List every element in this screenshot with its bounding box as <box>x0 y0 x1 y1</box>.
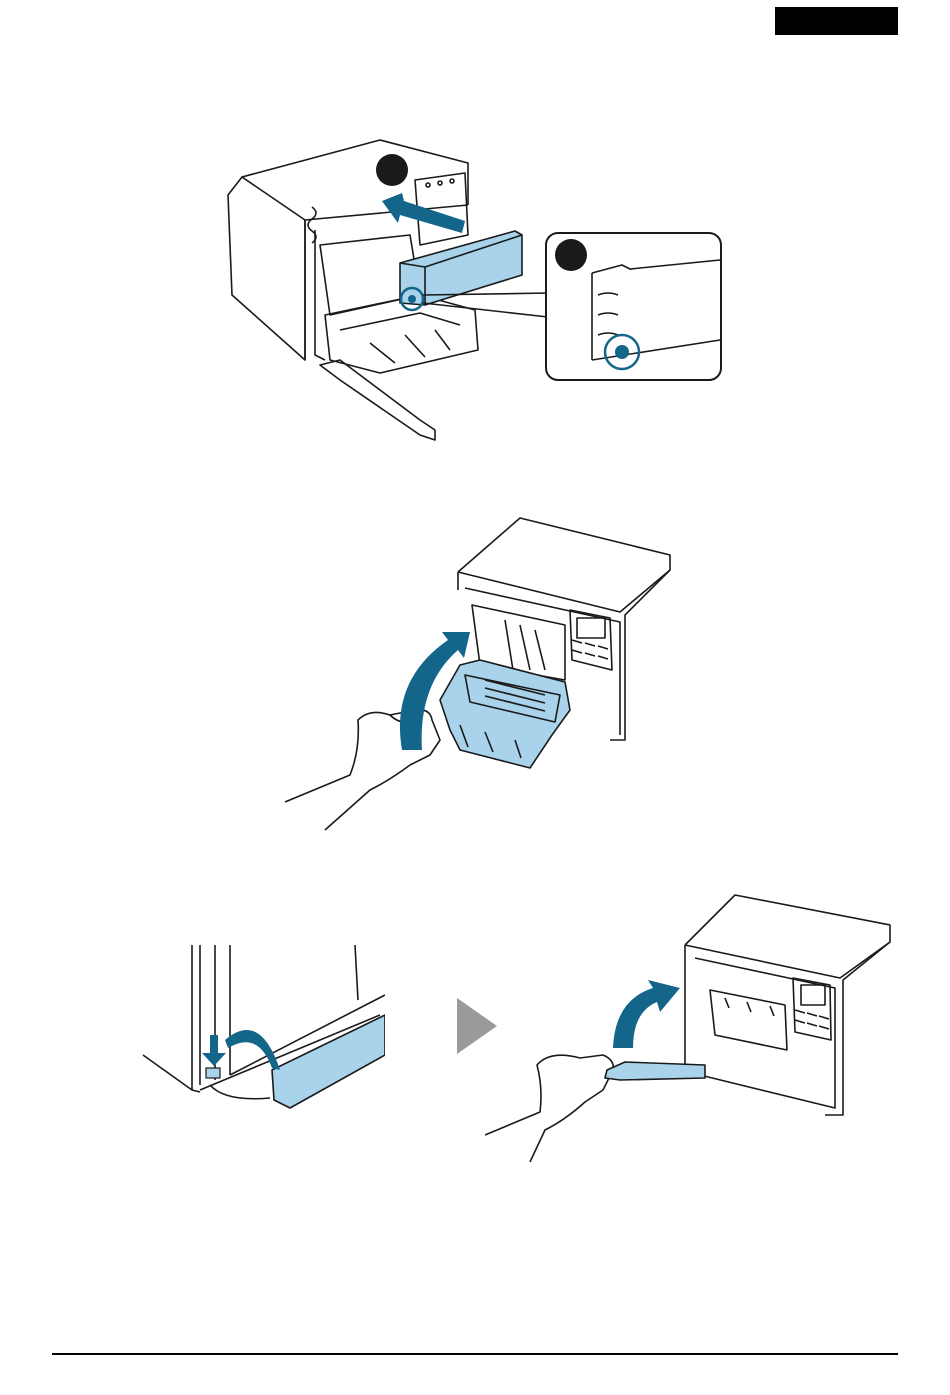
bottom-flap-part <box>605 1062 705 1080</box>
footer-rule <box>52 1353 898 1355</box>
rotate-up-arrow-icon <box>613 980 680 1048</box>
figure-close-cover <box>280 510 680 835</box>
printer-inner-opening <box>710 990 787 1050</box>
step-marker-1-icon <box>376 154 408 186</box>
printer-housing <box>685 895 890 1115</box>
printer-body-outline <box>228 140 468 360</box>
raised-part <box>440 660 570 768</box>
header-tab <box>775 7 898 35</box>
figure-insert-part <box>220 135 725 450</box>
push-down-arrow-icon <box>202 1035 226 1066</box>
insert-arrow-icon <box>382 193 465 233</box>
figure-latch-closeup <box>140 940 385 1110</box>
step-marker-2-icon <box>555 239 587 271</box>
bottom-flap-part <box>272 1015 385 1108</box>
figure-close-flap <box>485 890 895 1165</box>
hand-outline <box>485 1055 613 1162</box>
